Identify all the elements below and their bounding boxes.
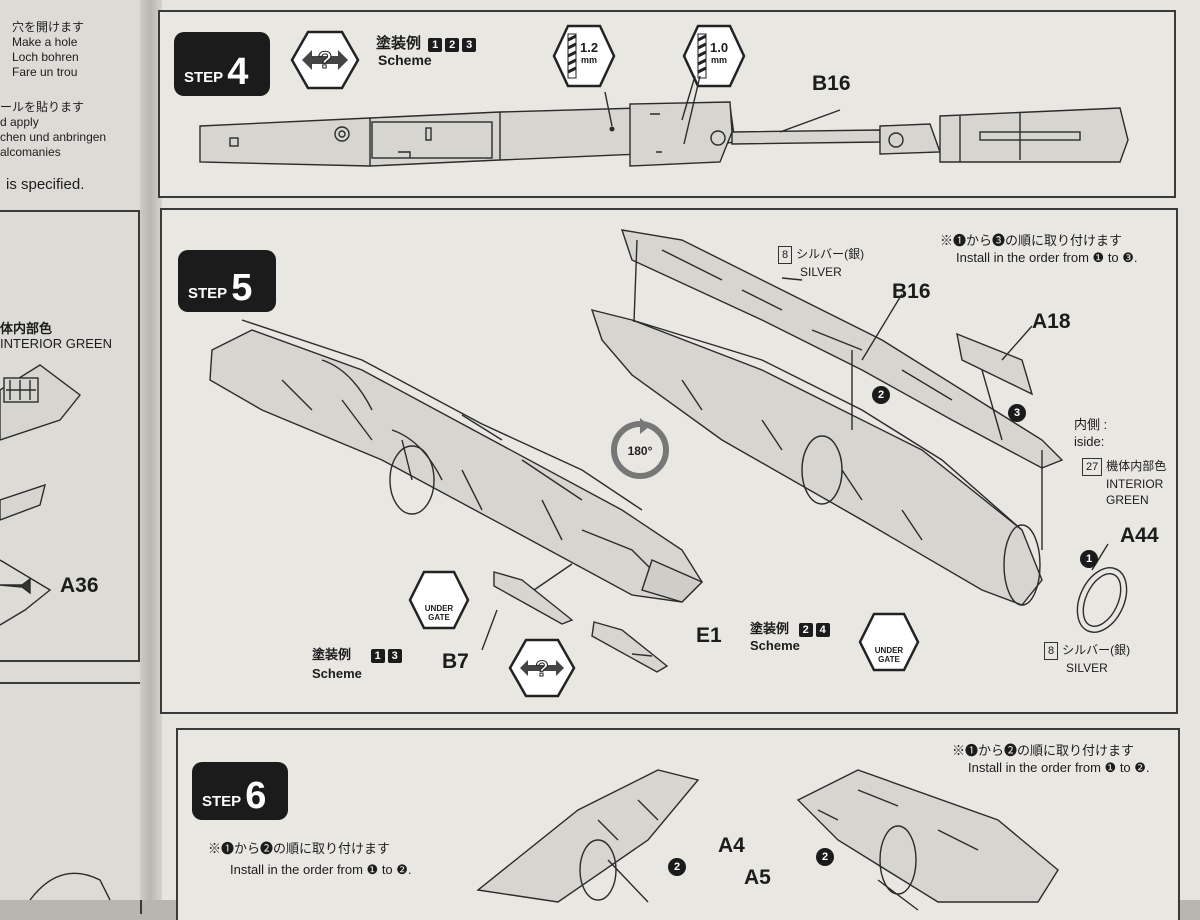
specified-text: is specified.: [6, 176, 85, 193]
left-drawing-2: [29, 872, 111, 901]
step-4-fuselage-drawing: [199, 75, 1129, 167]
left-step-box: [0, 210, 140, 662]
drill-bit-icon-2: [682, 24, 746, 88]
part-a44-label: A44: [1120, 524, 1159, 547]
step-6-assembly-drawing: [476, 769, 1059, 911]
scheme-right-en: Scheme: [750, 638, 800, 653]
step-4-scheme-en: Scheme: [378, 52, 432, 68]
step-5-order-note-en: Install in the order from ❶ to ❸.: [956, 250, 1138, 265]
scheme-choice-icon: ?: [290, 30, 360, 90]
step-6-order-marker-right: 2: [816, 848, 834, 866]
order-marker-3: 3: [1008, 404, 1026, 422]
step-5-assembly-drawing: 180° ?: [209, 229, 1128, 698]
under-gate-label-left: UNDER GATE: [424, 604, 454, 622]
part-a18-label: A18: [1032, 310, 1071, 333]
under-gate-label-right: UNDER GATE: [874, 646, 904, 664]
rotate-label: 180°: [628, 444, 653, 458]
step-6-order-note-en-right: Install in the order from ❶ to ❷.: [968, 760, 1150, 775]
left-drawing: [0, 364, 81, 626]
part-a5-label: A5: [744, 866, 771, 889]
part-b16-step5-label: B16: [892, 280, 931, 303]
under-gate-icon-left: [408, 570, 470, 630]
step-6-order-note-jp-right: ※❶から❷の順に取り付けます: [952, 743, 1135, 758]
part-b7-label: B7: [442, 650, 469, 673]
step-6-order-note-en-left: Install in the order from ❶ to ❷.: [230, 862, 412, 877]
step-6-order-marker-left: 2: [668, 858, 686, 876]
part-a36-label: A36: [60, 574, 99, 597]
part-e1-label: E1: [696, 624, 722, 647]
svg-text:?: ?: [535, 656, 548, 681]
note-decals: ールを貼ります d apply chen und anbringen alcom…: [0, 100, 107, 159]
note-make-hole: 穴を開けます Make a hole Loch bohren Fare un t…: [12, 20, 85, 79]
scheme-choice-icon-step5: ?: [508, 638, 576, 698]
step-5-order-note-jp: ※❶から❸の順に取り付けます: [940, 233, 1123, 248]
order-marker-1: 1: [1080, 550, 1098, 568]
left-page: 穴を開けます Make a hole Loch bohren Fare un t…: [0, 0, 150, 914]
scheme-left-en: Scheme: [312, 666, 362, 681]
inside-callout: 内側 : iside:: [1074, 417, 1108, 449]
part-b16-label: B16: [812, 72, 851, 95]
order-marker-2: 2: [872, 386, 890, 404]
left-interior-jp: 体内部色: [0, 321, 53, 336]
svg-text:?: ?: [318, 47, 333, 74]
step-6-order-note-jp-left: ※❶から❷の順に取り付けます: [208, 841, 391, 856]
page-gutter: [140, 0, 162, 900]
left-interior-en: INTERIOR GREEN: [0, 336, 112, 351]
part-a4-label: A4: [718, 834, 745, 857]
under-gate-icon-right: [858, 612, 920, 672]
drill-bit-icon-1: [552, 24, 616, 88]
